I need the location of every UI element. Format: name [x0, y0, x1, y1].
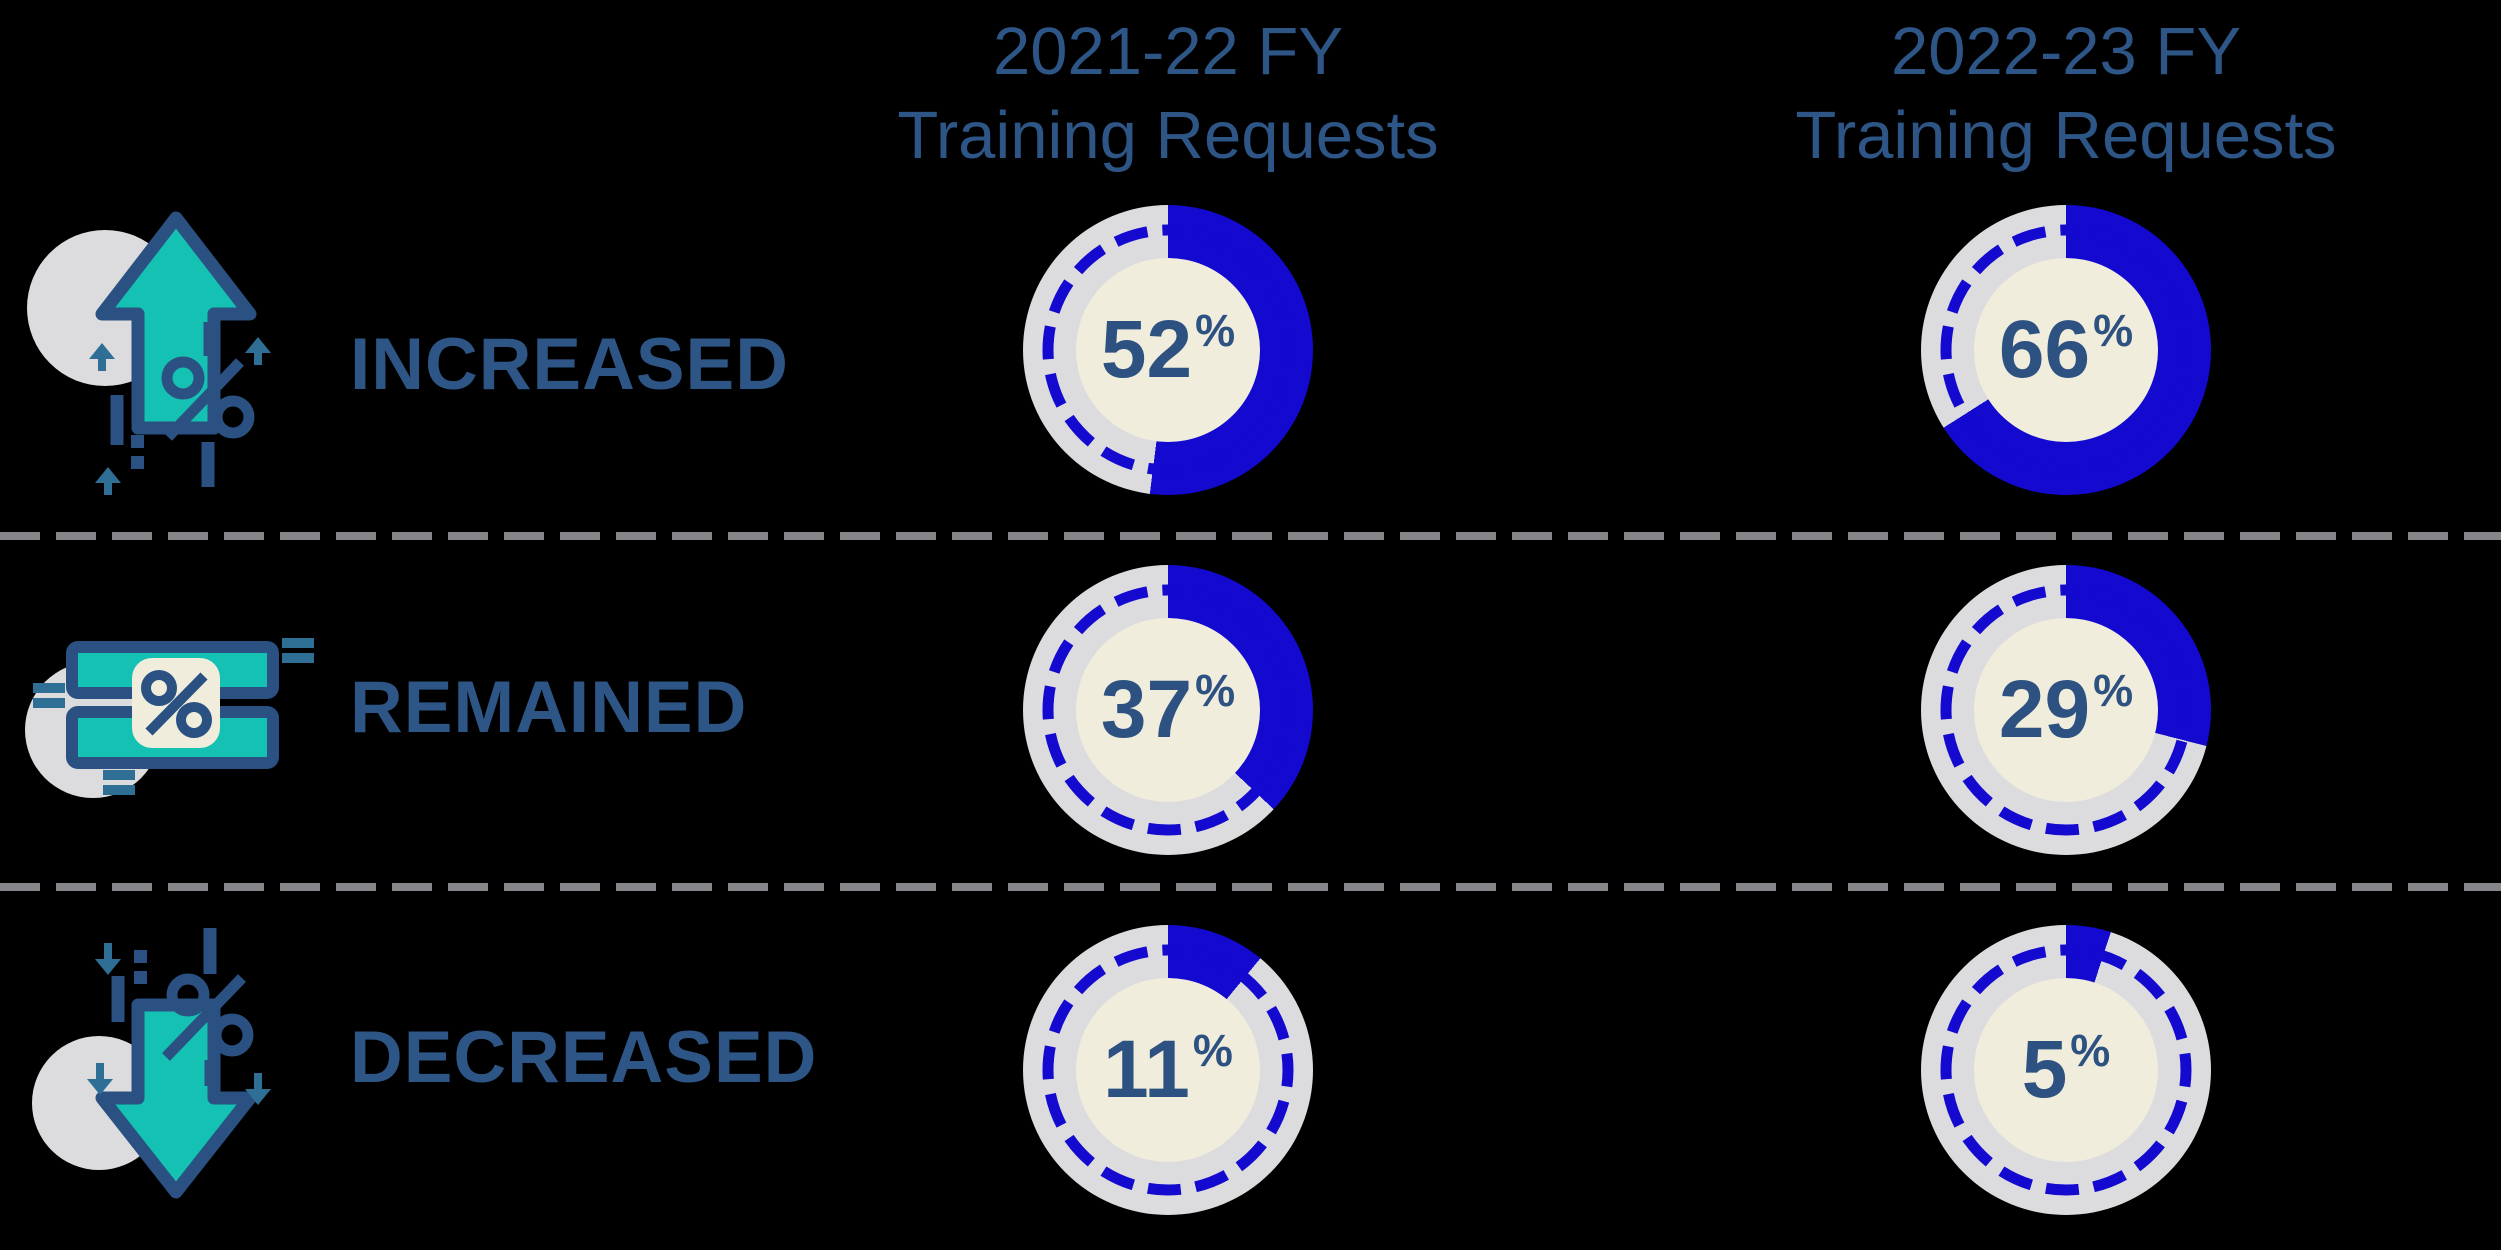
donut-value: 52% [1023, 205, 1313, 495]
dashed-ring [1042, 584, 1294, 836]
dashed-ring [1940, 944, 2192, 1196]
small-down-arrows [87, 943, 271, 1105]
dashed-ring [1042, 944, 1294, 1196]
percent-number: 5 [2021, 1024, 2068, 1115]
percent-sign: % [2093, 664, 2134, 716]
donut-center [1076, 978, 1260, 1162]
percent-sign: % [1192, 1024, 1233, 1076]
equal-marks [33, 638, 314, 795]
donut-decreased-2021-22: 11% [1023, 925, 1313, 1215]
row-label-increased: INCREASED [350, 324, 789, 405]
donut-value: 11% [1023, 925, 1313, 1215]
percent-number: 66 [1998, 304, 2091, 395]
donut-increased-2021-22: 52% [1023, 205, 1313, 495]
percent-sign: % [2093, 304, 2134, 356]
dashed-ring [1940, 224, 2192, 476]
percent-number: 52 [1100, 304, 1193, 395]
header-line-year: 2022-23 FY [1890, 14, 2242, 89]
donut-center [1076, 618, 1260, 802]
donut-remained-2022-23: 29% [1921, 565, 2211, 855]
percent-sign: % [1195, 304, 1236, 356]
percent-sign: % [2070, 1024, 2111, 1076]
donut-value: 5% [1921, 925, 2211, 1215]
decrease-arrow-percent-icon [32, 928, 271, 1199]
header-line-subtitle: Training Requests [897, 98, 1439, 173]
row-label-decreased: DECREASED [350, 1017, 818, 1098]
percent-number: 29 [1998, 664, 2091, 755]
increase-arrow-percent-icon [27, 211, 271, 495]
donut-center [1974, 618, 2158, 802]
percent-number: 37 [1100, 664, 1193, 755]
header-line-year: 2021-22 FY [992, 14, 1344, 89]
equal-bars-percent-icon [25, 638, 314, 798]
donut-value: 66% [1921, 205, 2211, 495]
donut-center [1974, 978, 2158, 1162]
donut-increased-2022-23: 66% [1921, 205, 2211, 495]
donut-center [1974, 258, 2158, 442]
donut-value: 29% [1921, 565, 2211, 855]
column-header-2022-23: 2022-23 FY Training Requests [1716, 10, 2416, 178]
dashed-separator [0, 883, 2501, 891]
row-label-remained: REMAINED [350, 667, 748, 748]
column-header-2021-22: 2021-22 FY Training Requests [818, 10, 1518, 178]
dashed-separator [0, 532, 2501, 540]
small-up-arrows [89, 337, 271, 495]
header-line-subtitle: Training Requests [1795, 98, 2337, 173]
donut-remained-2021-22: 37% [1023, 565, 1313, 855]
donut-decreased-2022-23: 5% [1921, 925, 2211, 1215]
percent-number: 11 [1103, 1024, 1190, 1115]
donut-value: 37% [1023, 565, 1313, 855]
dashed-ring [1940, 584, 2192, 836]
dashed-ring [1042, 224, 1294, 476]
donut-center [1076, 258, 1260, 442]
percent-sign: % [1195, 664, 1236, 716]
